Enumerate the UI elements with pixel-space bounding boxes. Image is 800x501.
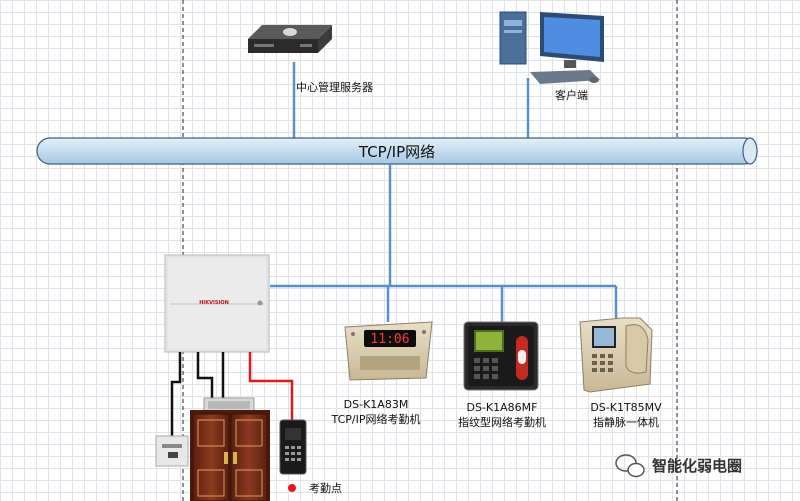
exit-button-icon: [155, 435, 189, 467]
attendance-point-label: 考勤点: [309, 482, 342, 495]
k1a86mf-desc: 指纹型网络考勤机: [458, 415, 546, 429]
watermark: 智能化弱电圈: [615, 454, 742, 478]
network-label: TCP/IP网络: [358, 143, 435, 161]
controller-brand: HIKVISION: [199, 300, 229, 306]
k1t85mv-desc: 指静脉一体机: [593, 415, 659, 429]
wechat-icon: [615, 454, 645, 478]
server-icon: [248, 25, 332, 53]
server-label: 中心管理服务器: [296, 80, 373, 94]
k1a83m-model: DS-K1A83M: [344, 398, 409, 411]
device-k1a86mf-icon: [463, 321, 539, 391]
k1a83m-desc: TCP/IP网络考勤机: [331, 412, 421, 426]
client-label: 客户端: [555, 88, 588, 102]
wire-reader: [248, 352, 294, 420]
attendance-point-dot: [288, 484, 296, 492]
k1t85mv-model: DS-K1T85MV: [590, 401, 662, 414]
wire-button: [170, 352, 182, 436]
watermark-text: 智能化弱电圈: [652, 457, 742, 475]
access-controller: HIKVISION: [164, 254, 270, 353]
k1a86mf-model: DS-K1A86MF: [467, 401, 538, 414]
card-reader-icon: [279, 419, 307, 475]
k1a83m-display: 11:06: [370, 332, 409, 347]
door-icon: [190, 397, 270, 501]
client-computer-icon: [499, 11, 604, 84]
device-k1a83m-icon: 11:06: [344, 321, 433, 381]
network-bus: TCP/IP网络: [36, 137, 758, 165]
wire-lock-1: [196, 352, 214, 400]
device-k1t85mv-icon: [579, 317, 653, 393]
